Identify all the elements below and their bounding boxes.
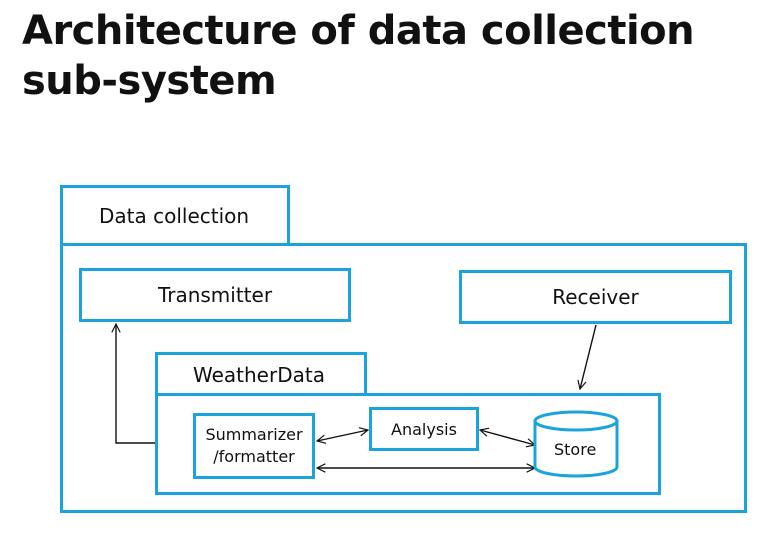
analysis-label: Analysis <box>391 419 457 439</box>
title-line-1: Architecture of data collection <box>22 8 695 54</box>
summarizer-label-line-1: Summarizer <box>205 425 303 444</box>
receiver-box: Receiver <box>459 270 732 324</box>
page-title: Architecture of data collection sub-syst… <box>22 6 695 106</box>
receiver-to-store-arrow <box>580 324 597 389</box>
weatherdata-to-transmitter-arrow <box>116 324 155 444</box>
weatherdata-package-label: WeatherData <box>193 363 325 387</box>
analysis-box: Analysis <box>369 407 479 451</box>
transmitter-label: Transmitter <box>157 283 273 307</box>
summarizer-label-line-2: /formatter <box>213 447 295 466</box>
weatherdata-package-tab <box>155 352 367 396</box>
title-line-2: sub-system <box>22 58 277 104</box>
summarizer-analysis-arrow <box>317 430 368 441</box>
analysis-store-arrow <box>480 430 535 445</box>
summarizer-box: Summarizer /formatter <box>193 413 315 479</box>
receiver-label: Receiver <box>552 285 639 309</box>
store-label: Store <box>554 440 597 459</box>
store-cylinder-icon <box>533 410 619 478</box>
data-collection-package-label: Data collection <box>99 204 250 228</box>
transmitter-box: Transmitter <box>79 268 351 322</box>
